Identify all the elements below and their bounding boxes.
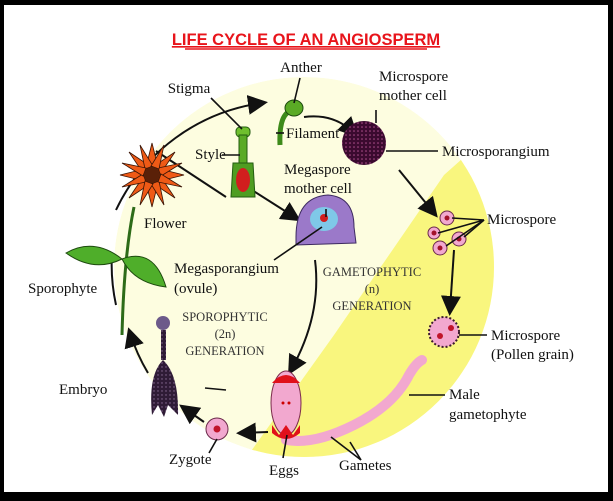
label-microspore-mother-cell-1: Microspore — [379, 69, 448, 85]
label-gametes: Gametes — [339, 458, 392, 474]
sporophytic-label-2: (2n) — [215, 327, 236, 341]
diagram-title: LIFE CYCLE OF AN ANGIOSPERM — [172, 31, 440, 49]
arrow-to-pollen — [440, 249, 461, 316]
stamen-illustration — [277, 99, 304, 146]
label-pollen-grain-2: (Pollen grain) — [491, 347, 574, 363]
microsporangium-illustration — [342, 121, 386, 165]
embryo-illustration — [151, 316, 179, 417]
pistil-illustration — [230, 126, 256, 198]
label-style: Style — [195, 147, 226, 163]
flower-illustration — [65, 142, 185, 336]
label-microsporangium: Microsporangium — [442, 144, 550, 160]
label-eggs: Eggs — [269, 463, 299, 479]
label-embryo: Embryo — [59, 382, 107, 398]
sporophytic-label-1: SPOROPHYTIC — [182, 310, 267, 324]
diagram-frame: LIFE CYCLE OF AN ANGIOSPERM — [4, 5, 608, 492]
leader-lines — [204, 77, 487, 461]
label-zygote: Zygote — [169, 452, 212, 468]
label-megasporangium-2: (ovule) — [174, 281, 217, 297]
arrow-flower-to-anther — [115, 94, 268, 211]
label-stigma: Stigma — [168, 81, 211, 97]
gametophytic-label-2: (n) — [365, 282, 380, 296]
label-sporophyte: Sporophyte — [28, 281, 98, 297]
arrow-to-microspore — [398, 169, 438, 218]
label-megaspore-mother-cell-2: mother cell — [284, 181, 352, 197]
sporophytic-label-3: GENERATION — [185, 344, 264, 358]
male-gametophyte-illustration — [281, 355, 427, 446]
label-male-gametophyte-1: Male — [449, 387, 480, 403]
label-anther: Anther — [280, 60, 322, 76]
gametophytic-label-3: GENERATION — [332, 299, 411, 313]
pollen-grain-illustration — [428, 316, 460, 348]
megasporangium-illustration — [295, 194, 357, 246]
label-filament: Filament — [286, 126, 340, 142]
label-microspore-mother-cell-2: mother cell — [379, 88, 447, 104]
arrow-megaspore-to-eggs — [288, 259, 318, 376]
eggs-illustration — [270, 370, 302, 439]
label-megasporangium-1: Megasporangium — [174, 261, 279, 277]
label-flower: Flower — [144, 216, 187, 232]
label-male-gametophyte-2: gametophyte — [449, 407, 527, 423]
arrow-eggs-to-zygote — [236, 422, 269, 443]
label-pollen-grain-1: Microspore — [491, 328, 560, 344]
zygote-illustration — [205, 417, 229, 441]
gametophytic-label-1: GAMETOPHYTIC — [323, 265, 421, 279]
life-cycle-diagram: LIFE CYCLE OF AN ANGIOSPERM — [28, 31, 574, 479]
arrow-embryo-to-sporophyte — [124, 327, 149, 374]
label-megaspore-mother-cell-1: Megaspore — [284, 162, 351, 178]
label-microspore: Microspore — [487, 212, 556, 228]
arrow-zygote-to-embryo — [179, 404, 205, 425]
